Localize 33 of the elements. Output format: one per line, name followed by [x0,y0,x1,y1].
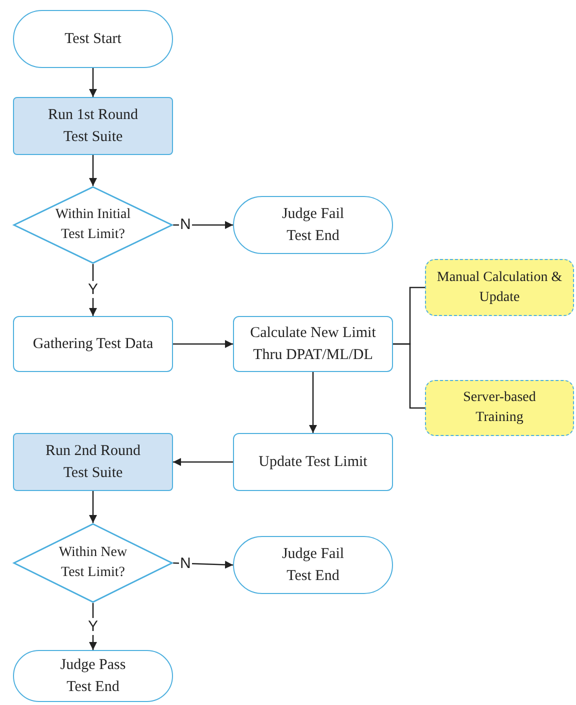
connector-line [393,343,425,409]
process-box [13,316,173,372]
node-label: Update Test Limit [258,453,368,472]
node-label: Manual Calculation & Update [436,268,564,306]
node-label: Within New Test Limit? [58,544,128,582]
node-label: Server-based Training [462,389,537,427]
node-label: Run 2nd Round Test Suite [44,442,142,483]
option-box [425,259,574,316]
node-label: Judge Pass Test End [59,656,127,697]
decision-diamond [13,186,173,264]
node-label: Within Initial Test Limit? [54,206,132,244]
arrow [89,155,97,186]
arrow [172,560,234,569]
node-label: Calculate New Limit Thru DPAT/ML/DL [249,324,377,365]
arrow [309,372,317,433]
node-label: Gathering Test Data [32,335,154,354]
process-box [233,316,393,372]
arrow [89,491,97,523]
node-label: Run 1st Round Test Suite [46,106,139,147]
process-box [13,433,173,491]
arrow [173,340,233,348]
node-label: Test Start [64,30,122,49]
decision-diamond [13,523,173,603]
arrow [89,68,97,97]
node-label: Judge Fail Test End [280,545,346,586]
process-box [13,97,173,155]
edge-label: Y [87,618,100,634]
terminal-box [13,650,173,702]
process-box [233,433,393,491]
option-box [425,380,574,436]
edge-label: Y [87,281,100,298]
arrow [173,458,233,466]
node-label: Judge Fail Test End [280,205,346,246]
